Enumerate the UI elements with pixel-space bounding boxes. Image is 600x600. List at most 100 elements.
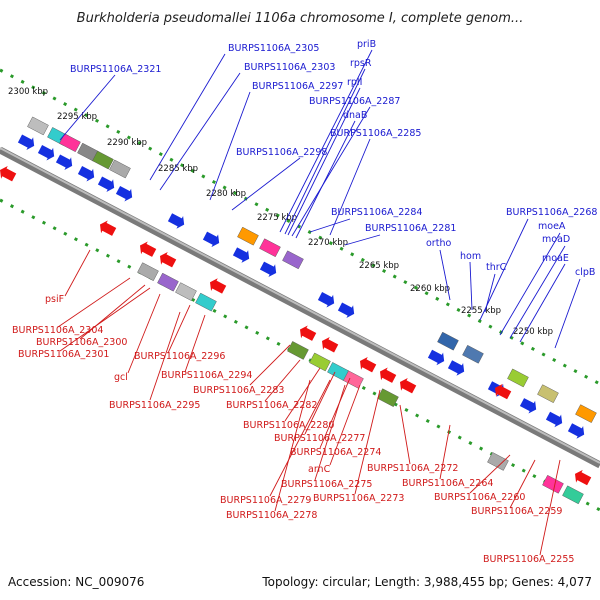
gene-label[interactable]: moaD [542,234,570,245]
forward-leader-line [284,68,366,235]
reverse-leader-line [57,277,131,328]
forward-leader-line [295,120,356,239]
gene-label[interactable]: rplI [347,77,362,88]
forward-leader-line [149,53,226,181]
cog-category-block [462,344,484,364]
cog-category-block [575,404,597,423]
gene-label[interactable]: BURPS1106A_2303 [244,62,335,73]
cog-category-block [437,331,459,351]
gene-label[interactable]: psiF [45,294,64,305]
reverse-leader-line [399,404,411,465]
forward-leader-line [439,249,451,301]
cog-category-block [92,150,114,170]
gene-label[interactable]: BURPS1106A_2268 [506,207,597,218]
forward-gene-arrow [77,166,95,182]
gene-label[interactable]: BURPS1106A_2275 [281,479,372,490]
forward-gene-arrow [317,292,335,308]
gene-label[interactable]: BURPS1106A_2295 [109,400,200,411]
reverse-gene-arrow [400,377,417,394]
reverse-leader-line [274,379,311,512]
gene-label[interactable]: BURPS1106A_2278 [226,510,317,521]
gene-label[interactable]: arnC [308,464,331,475]
forward-leader-line [309,218,351,233]
forward-gene-arrow [447,360,465,376]
gene-label[interactable]: rpsR [350,58,372,69]
cog-category-block [237,226,259,246]
gene-label[interactable]: BURPS1106A_2282 [226,400,317,411]
gene-label[interactable]: BURPS1106A_2298 [236,147,327,158]
gene-label[interactable]: BURPS1106A_2296 [134,351,225,362]
reverse-leader-line [149,311,181,401]
gene-label[interactable]: BURPS1106A_2305 [228,43,319,54]
gene-label[interactable]: clpB [575,267,595,278]
gene-label[interactable]: BURPS1106A_2281 [365,223,456,234]
forward-leader-line [329,138,371,236]
forward-leader-line [231,157,301,211]
gene-label[interactable]: BURPS1106A_2279 [220,495,311,506]
gene-label[interactable]: gcl [114,372,128,383]
reverse-gene-arrow [300,325,317,341]
label-leader-lines [57,49,581,556]
kbp-label: 2265 kbp [359,261,399,271]
reverse-leader-line [354,389,381,495]
reverse-leader-line [319,377,351,449]
reverse-leader-line [249,344,291,386]
reverse-leader-line [64,249,91,297]
reverse-leader-line [167,304,191,354]
gene-label[interactable]: BURPS1106A_2255 [483,554,574,565]
gene-label[interactable]: BURPS1106A_2285 [330,128,421,139]
cog-category-block [282,250,304,270]
genome-backbone [0,146,600,469]
reverse-leader-line [469,454,511,494]
reverse-gene-arrow [100,220,117,236]
reverse-leader-line [79,284,146,340]
gene-label[interactable]: moaE [542,253,569,264]
reverse-leader-line [184,314,206,373]
gene-label[interactable]: BURPS1106A_2274 [290,447,381,458]
cog-category-block [287,341,309,360]
kbp-label: 2260 kbp [410,284,450,294]
outer-ring-dots [0,68,600,386]
gene-label[interactable]: BURPS1106A_2277 [274,433,365,444]
reverse-leader-line [509,459,536,509]
forward-leader-line [287,87,361,236]
accession-text: Accession: NC_009076 [8,575,144,589]
forward-leader-line [469,261,473,311]
kbp-label: 2255 kbp [461,306,501,316]
gene-label[interactable]: BURPS1106A_2260 [434,492,525,503]
forward-gene-arrow [519,398,537,414]
gene-label[interactable]: BURPS1106A_2259 [471,506,562,517]
gene-label[interactable]: BURPS1106A_2284 [331,207,422,218]
gene-label[interactable]: BURPS1106A_2272 [367,463,458,474]
forward-gene-arrow [202,231,220,248]
forward-gene-arrow [97,176,115,192]
gene-features [0,116,597,505]
map-title: Burkholderia pseudomallei 1106a chromoso… [77,11,524,26]
gene-label[interactable]: BURPS1106A_2321 [70,64,161,75]
kbp-label: 2270 kbp [308,238,348,248]
gene-label[interactable]: BURPS1106A_2283 [193,385,284,396]
reverse-leader-line [304,371,336,435]
cog-category-block [537,384,559,404]
gene-label[interactable]: BURPS1106A_2300 [36,337,127,348]
cog-category-block [259,238,281,258]
gene-label[interactable]: thrC [486,262,507,273]
forward-leader-line [209,91,251,201]
reverse-leader-line [59,287,151,352]
gene-label[interactable]: BURPS1106A_2273 [313,493,404,504]
gene-label[interactable]: BURPS1106A_2297 [252,81,343,92]
gene-label[interactable]: BURPS1106A_2301 [18,349,109,360]
forward-leader-line [344,234,381,246]
gene-label[interactable]: moeA [538,221,566,232]
gene-label[interactable]: BURPS1106A_2264 [402,478,493,489]
gene-label[interactable]: ortho [426,238,451,249]
cog-category-block [487,452,509,471]
gene-label[interactable]: priB [357,39,376,50]
gene-label[interactable]: BURPS1106A_2287 [309,96,400,107]
gene-label[interactable]: BURPS1106A_2304 [12,325,103,336]
gene-label[interactable]: hom [460,251,481,262]
forward-gene-arrow [427,349,445,366]
gene-label[interactable]: dnaB [343,110,367,121]
gene-label[interactable]: BURPS1106A_2294 [161,370,252,381]
gene-label[interactable]: BURPS1106A_2280 [243,420,334,431]
